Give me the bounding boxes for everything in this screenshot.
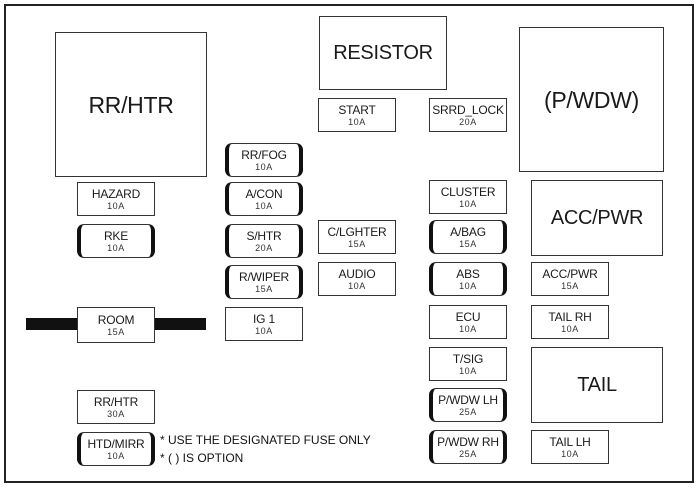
fuse-htd-mirr: HTD/MIRR 10A [77,432,155,466]
relay-label: TAIL [577,374,617,396]
fuse-name: ABS [456,267,480,281]
fuse-amp: 10A [348,117,366,127]
fuse-hazard: HAZARD 10A [77,182,155,216]
fuse-name: A/BAG [450,225,486,239]
fuse-name: ECU [455,310,481,324]
relay-label: (P/WDW) [544,86,639,113]
fuse-amp: 10A [255,162,273,172]
fuse-amp: 10A [107,243,125,253]
fuse-name: P/WDW LH [438,393,498,407]
fuse-amp: 10A [459,199,477,209]
fuse-amp: 15A [348,239,366,249]
fuse-ecu: ECU 10A [429,305,507,339]
note-designated-fuse: * USE THE DESIGNATED FUSE ONLY [160,433,371,447]
fuse-name: TAIL RH [548,310,592,324]
fuse-name: ACC/PWR [542,267,598,281]
note-option: * ( ) IS OPTION [160,451,244,465]
fuse-ig1: IG 1 10A [225,307,303,341]
fuse-name: T/SIG [452,352,484,366]
fuse-p-wdw-lh: P/WDW LH 25A [429,388,507,422]
fuse-amp: 10A [561,324,579,334]
relay-label: RESISTOR [333,42,433,64]
relay-label: ACC/PWR [550,207,644,229]
fuse-name: ROOM [97,313,135,327]
fuse-abs: ABS 10A [429,262,507,296]
fuse-name: R/WIPER [239,270,289,284]
relay-rr-htr: RR/HTR [55,32,207,177]
fuse-rr-fog: RR/FOG 10A [225,143,303,177]
fuse-r-wiper: R/WIPER 15A [225,265,303,299]
relay-label: RR/HTR [88,91,174,118]
fuse-name: HAZARD [91,187,141,201]
fuse-start: START 10A [318,98,396,132]
relay-acc-pwr: ACC/PWR [531,180,663,256]
fuse-amp: 10A [255,201,273,211]
fuse-name: IG 1 [253,312,275,326]
fuse-amp: 10A [107,201,125,211]
fuse-name: P/WDW RH [437,435,499,449]
fuse-amp: 10A [459,366,477,376]
fuse-tail-rh: TAIL RH 10A [531,305,609,339]
fuse-name: C/LGHTER [327,225,387,239]
relay-resistor: RESISTOR [319,16,447,90]
fuse-amp: 25A [459,407,477,417]
fuse-amp: 10A [561,449,579,459]
fuse-name: SRRD_LOCK [432,103,504,117]
fuse-a-bag: A/BAG 15A [429,220,507,254]
fuse-amp: 20A [459,117,477,127]
fuse-c-lghter: C/LGHTER 15A [318,220,396,254]
fuse-name: AUDIO [338,267,376,281]
fuse-amp: 10A [255,326,273,336]
fuse-amp: 10A [459,281,477,291]
fuse-name: CLUSTER [440,185,496,199]
fuse-s-htr: S/HTR 20A [225,224,303,258]
fuse-name: HTD/MIRR [87,437,145,451]
fuse-name: START [338,103,376,117]
fuse-p-wdw-rh: P/WDW RH 25A [429,430,507,464]
fuse-amp: 15A [255,284,273,294]
fuse-name: RR/HTR [93,395,139,409]
fuse-rke: RKE 10A [77,224,155,258]
fuse-name: RKE [103,229,129,243]
relay-p-wdw: (P/WDW) [519,27,664,172]
fuse-amp: 10A [348,281,366,291]
fuse-name: TAIL LH [549,435,591,449]
relay-tail: TAIL [531,347,663,423]
fuse-amp: 30A [107,409,125,419]
fuse-amp: 10A [107,451,125,461]
fuse-amp: 15A [107,327,125,337]
fuse-srrd-lock: SRRD_LOCK 20A [429,98,507,132]
fuse-acc-pwr: ACC/PWR 15A [531,262,609,296]
fuse-rr-htr: RR/HTR 30A [77,390,155,424]
fuse-amp: 15A [459,239,477,249]
fuse-a-con: A/CON 10A [225,182,303,216]
fuse-amp: 20A [255,243,273,253]
fuse-t-sig: T/SIG 10A [429,347,507,381]
fuse-name: S/HTR [246,229,282,243]
fuse-name: RR/FOG [241,148,287,162]
fuse-room: ROOM 15A [77,307,155,343]
fuse-tail-lh: TAIL LH 10A [531,430,609,464]
fuse-cluster: CLUSTER 10A [429,180,507,214]
fuse-amp: 15A [561,281,579,291]
fuse-amp: 25A [459,449,477,459]
fuse-audio: AUDIO 10A [318,262,396,296]
fuse-amp: 10A [459,324,477,334]
fuse-name: A/CON [245,187,283,201]
